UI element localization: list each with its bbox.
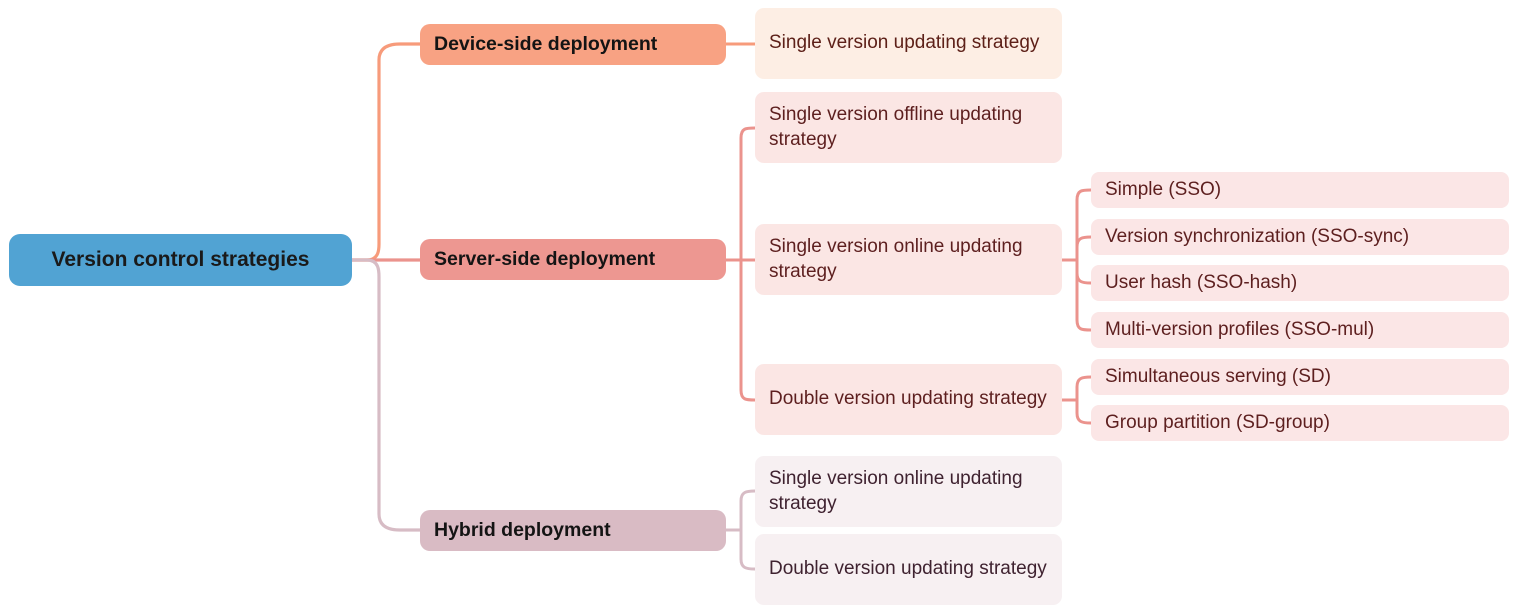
edge-root-hybrid [350, 258, 422, 532]
edge-sso-leaf-1 [1075, 235, 1093, 262]
leaf-node-hybrid-single-version-online-updating-strategy[interactable]: Single version online updating strategy [755, 456, 1062, 527]
branch-label-device-side-deployment: Device-side deployment [434, 32, 658, 55]
leaf-label-sso-mul: Multi-version profiles (SSO-mul) [1105, 318, 1375, 340]
leaf-label-double-version-updating-strategy: Double version updating strategy [769, 388, 1047, 410]
leaf-label-single-version-offline-updating-strategy: Single version offline updating strategy [769, 103, 1023, 150]
leaf-node-single-version-online-updating-strategy[interactable]: Single version online updating strategy [755, 224, 1062, 295]
leaf-node-single-version-offline-updating-strategy[interactable]: Single version offline updating strategy [755, 92, 1062, 163]
edge-server-child-0 [739, 126, 757, 262]
leaf-node-hybrid-double-version-updating-strategy[interactable]: Double version updating strategy [755, 534, 1062, 605]
edge-server-child-2 [739, 258, 757, 402]
branch-node-device-side-deployment[interactable]: Device-side deployment [420, 24, 726, 65]
leaf-node-sso-sync[interactable]: Version synchronization (SSO-sync) [1091, 219, 1509, 255]
leaf-label-sso-hash: User hash (SSO-hash) [1105, 271, 1298, 293]
leaf-label-single-version-online-updating-strategy: Single version online updating strategy [769, 235, 1023, 282]
leaf-label-hybrid-double-version-updating-strategy: Double version updating strategy [769, 558, 1047, 580]
edge-sso-leaf-2 [1075, 258, 1093, 285]
branch-node-server-side-deployment[interactable]: Server-side deployment [420, 239, 726, 280]
leaf-node-sso-hash[interactable]: User hash (SSO-hash) [1091, 265, 1509, 301]
leaf-label-sso-simple: Simple (SSO) [1105, 178, 1222, 200]
edge-sso-leaf-3 [1075, 258, 1093, 332]
edge-sso-leaf-0 [1075, 188, 1093, 262]
leaf-label-sso-sync: Version synchronization (SSO-sync) [1105, 225, 1410, 247]
edge-root-device [350, 42, 422, 262]
leaf-node-sso-mul[interactable]: Multi-version profiles (SSO-mul) [1091, 312, 1509, 348]
leaf-node-sso-simple[interactable]: Simple (SSO) [1091, 172, 1509, 208]
root-node[interactable]: Version control strategies [9, 234, 352, 286]
leaf-node-sd-group-partition[interactable]: Group partition (SD-group) [1091, 405, 1509, 441]
edge-sd-leaf-1 [1075, 398, 1093, 425]
leaf-label-hybrid-single-version-online-updating-strategy: Single version online updating strategy [769, 467, 1023, 514]
edge-hybrid-child-0 [739, 489, 757, 532]
leaf-label-device-single-version-updating-strategy: Single version updating strategy [769, 32, 1040, 54]
branch-node-hybrid-deployment[interactable]: Hybrid deployment [420, 510, 726, 551]
edge-sd-leaf-0 [1075, 375, 1093, 402]
leaf-node-double-version-updating-strategy[interactable]: Double version updating strategy [755, 364, 1062, 435]
leaf-node-device-single-version-updating-strategy[interactable]: Single version updating strategy [755, 8, 1062, 79]
leaf-label-sd-simultaneous-serving: Simultaneous serving (SD) [1105, 365, 1331, 387]
root-node-label: Version control strategies [51, 248, 310, 272]
leaf-node-sd-simultaneous-serving[interactable]: Simultaneous serving (SD) [1091, 359, 1509, 395]
branch-label-hybrid-deployment: Hybrid deployment [434, 518, 611, 541]
edge-hybrid-child-1 [739, 528, 757, 571]
branch-label-server-side-deployment: Server-side deployment [434, 247, 656, 270]
leaf-label-sd-group-partition: Group partition (SD-group) [1105, 411, 1330, 433]
